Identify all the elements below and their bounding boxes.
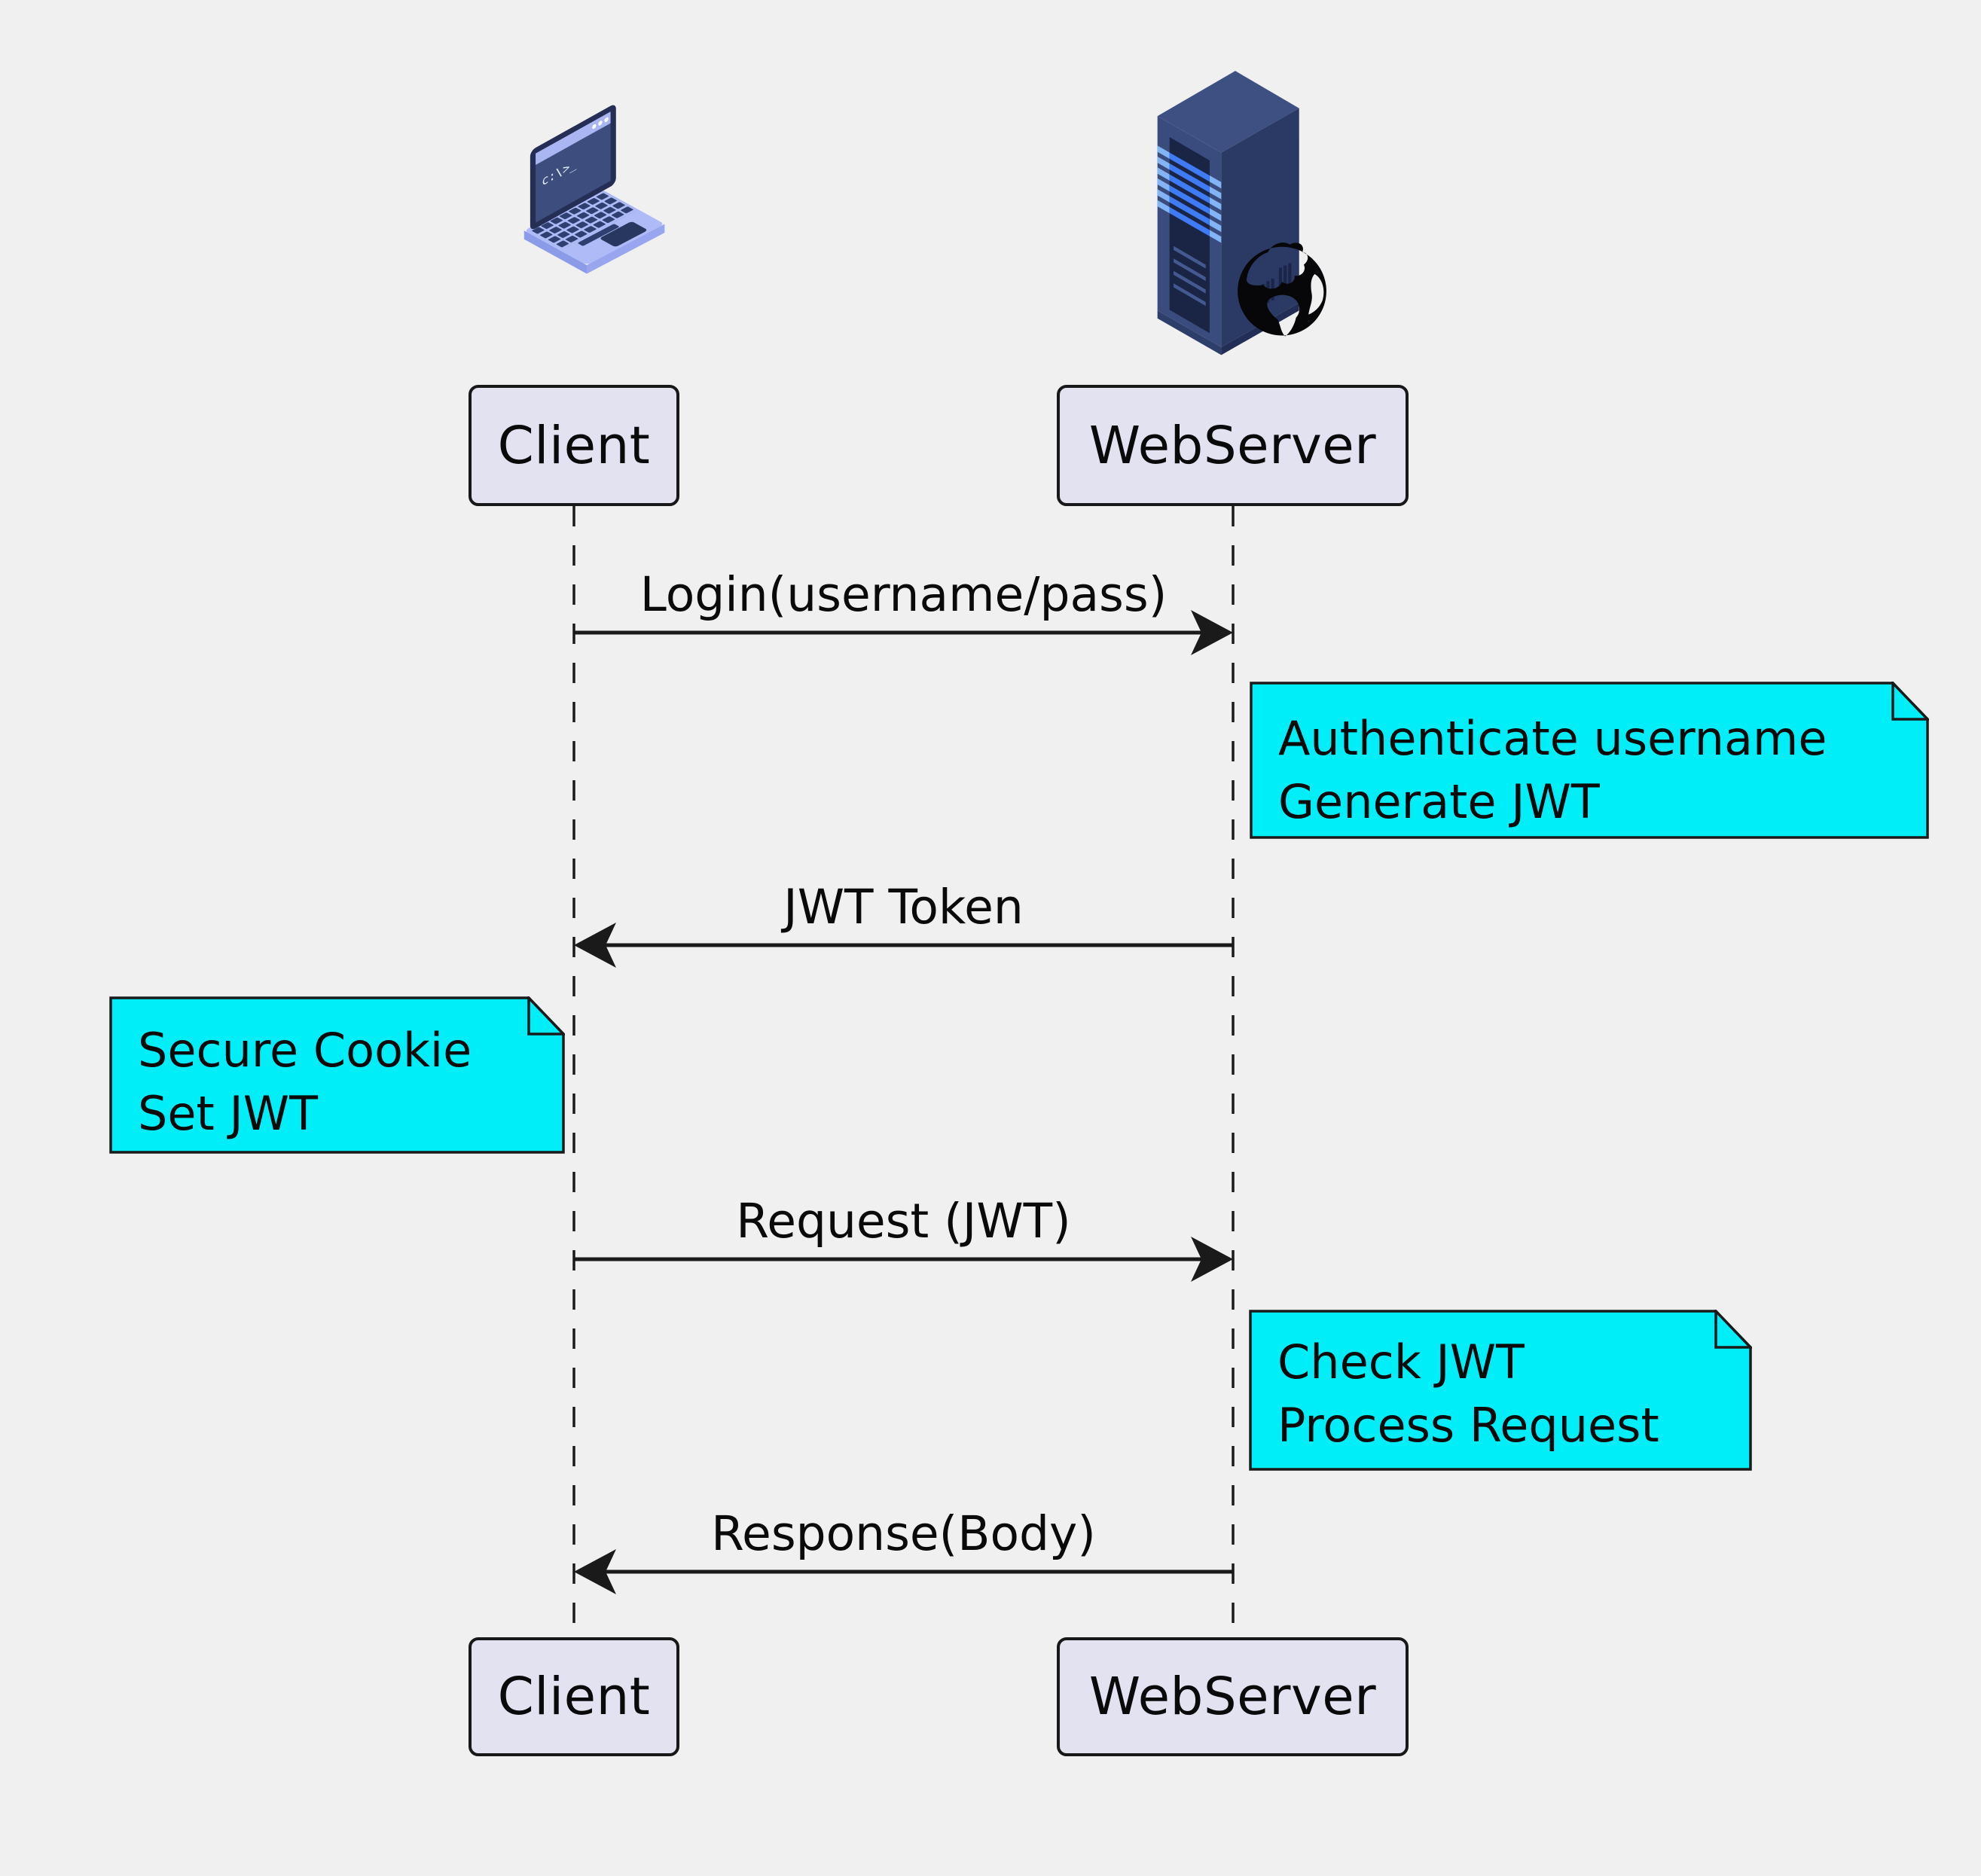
- note-line: Authenticate username: [1278, 711, 1827, 766]
- message-label-request: Request (JWT): [736, 1194, 1071, 1249]
- folded-corner-icon: [1714, 1310, 1752, 1349]
- message-label-login: Login(username/pass): [639, 567, 1168, 622]
- server-top-face: [1157, 71, 1299, 153]
- server-globe-icon: [1157, 71, 1326, 355]
- note-background: [109, 996, 565, 1154]
- actor-label-webserver: WebServer: [1088, 1667, 1377, 1727]
- folded-corner-icon: [527, 996, 565, 1036]
- note-secure-cookie-set-jwt: Secure Cookie Set JWT: [109, 996, 565, 1154]
- message-label-jwt-token: JWT Token: [783, 880, 1024, 935]
- note-line: Generate JWT: [1278, 774, 1600, 829]
- actor-label-webserver: WebServer: [1088, 415, 1377, 476]
- message-arrow-login: [574, 610, 1233, 655]
- note-check-jwt-process-request: Check JWT Process Request: [1249, 1310, 1752, 1471]
- message-arrow-response: [574, 1549, 1233, 1594]
- note-line: Set JWT: [138, 1086, 318, 1141]
- actor-box-client-top: Client: [469, 385, 679, 506]
- note-line: Check JWT: [1277, 1335, 1525, 1389]
- actor-box-client-bottom: Client: [469, 1637, 679, 1756]
- folded-corner-icon: [1891, 682, 1929, 721]
- actor-box-webserver-top: WebServer: [1057, 385, 1409, 506]
- globe-icon: [1238, 243, 1326, 337]
- note-line: Secure Cookie: [138, 1023, 472, 1078]
- note-line: Process Request: [1277, 1398, 1659, 1453]
- actor-box-webserver-bottom: WebServer: [1057, 1637, 1409, 1756]
- note-background: [1250, 682, 1929, 839]
- actor-label-client: Client: [497, 415, 651, 476]
- message-arrow-request: [574, 1237, 1233, 1282]
- laptop-screen: c:\>_: [530, 105, 616, 230]
- message-label-response: Response(Body): [711, 1506, 1096, 1561]
- laptop-terminal-icon: c:\>_: [523, 105, 665, 274]
- actor-label-client: Client: [497, 1667, 651, 1727]
- note-authenticate-generate-jwt: Authenticate username Generate JWT: [1250, 682, 1929, 839]
- laptop-keyboard: [526, 191, 663, 264]
- note-background: [1249, 1310, 1752, 1471]
- message-arrow-jwt-token: [574, 923, 1233, 968]
